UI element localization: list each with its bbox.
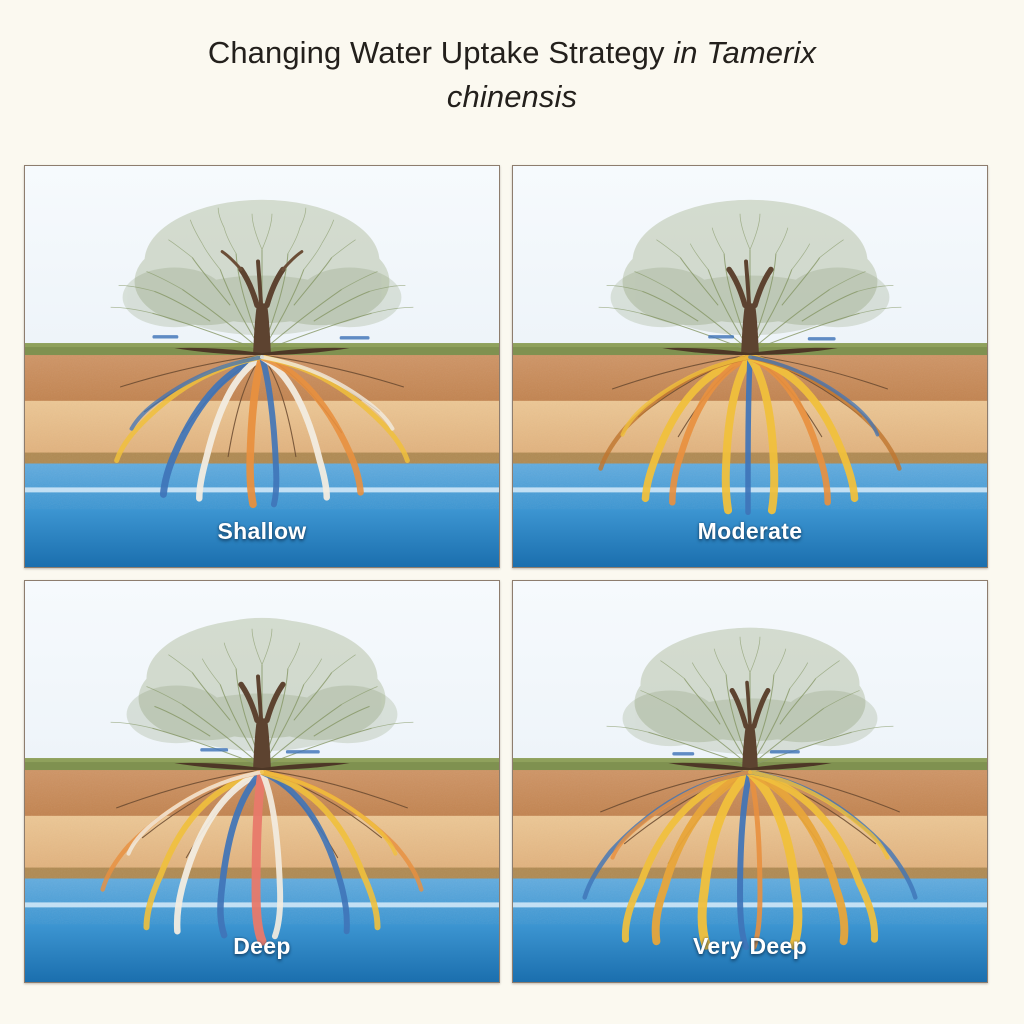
panel-grid: Shallow bbox=[24, 165, 1000, 1000]
root-system-moderate bbox=[598, 353, 902, 516]
title-line-2: chinensis bbox=[447, 75, 577, 119]
root-system-verydeep bbox=[582, 767, 918, 951]
title-text-plain: Changing Water Uptake Strategy bbox=[207, 34, 674, 70]
stratum-water bbox=[25, 878, 499, 982]
stratum-capillary-fringe bbox=[25, 452, 499, 466]
stratum-capillary-fringe bbox=[25, 867, 499, 881]
title-text-italic-genus: in Tamerix bbox=[673, 34, 817, 70]
panel-deep[interactable]: Deep bbox=[24, 580, 500, 983]
stratum-capillary-fringe bbox=[513, 867, 987, 881]
title-text-italic-species: chinensis bbox=[446, 79, 578, 114]
tree-deep bbox=[110, 617, 414, 771]
page-title: Changing Water Uptake Strategy in Tameri… bbox=[0, 0, 1024, 150]
stratum-subsoil bbox=[513, 815, 987, 869]
root-system-shallow bbox=[114, 353, 410, 509]
tree-moderate bbox=[598, 199, 902, 356]
stratum-water bbox=[25, 463, 499, 567]
stratum-subsoil bbox=[25, 815, 499, 869]
tree-shallow bbox=[110, 199, 414, 356]
title-line-1: Changing Water Uptake Strategy in Tameri… bbox=[208, 31, 816, 75]
stratum-water bbox=[513, 878, 987, 982]
root-system-deep bbox=[100, 767, 424, 946]
tree-verydeep bbox=[606, 627, 894, 771]
stratum-subsoil bbox=[25, 400, 499, 454]
panel-moderate[interactable]: Moderate bbox=[512, 165, 988, 568]
panel-shallow[interactable]: Shallow bbox=[24, 165, 500, 568]
panel-verydeep[interactable]: Very Deep bbox=[512, 580, 988, 983]
